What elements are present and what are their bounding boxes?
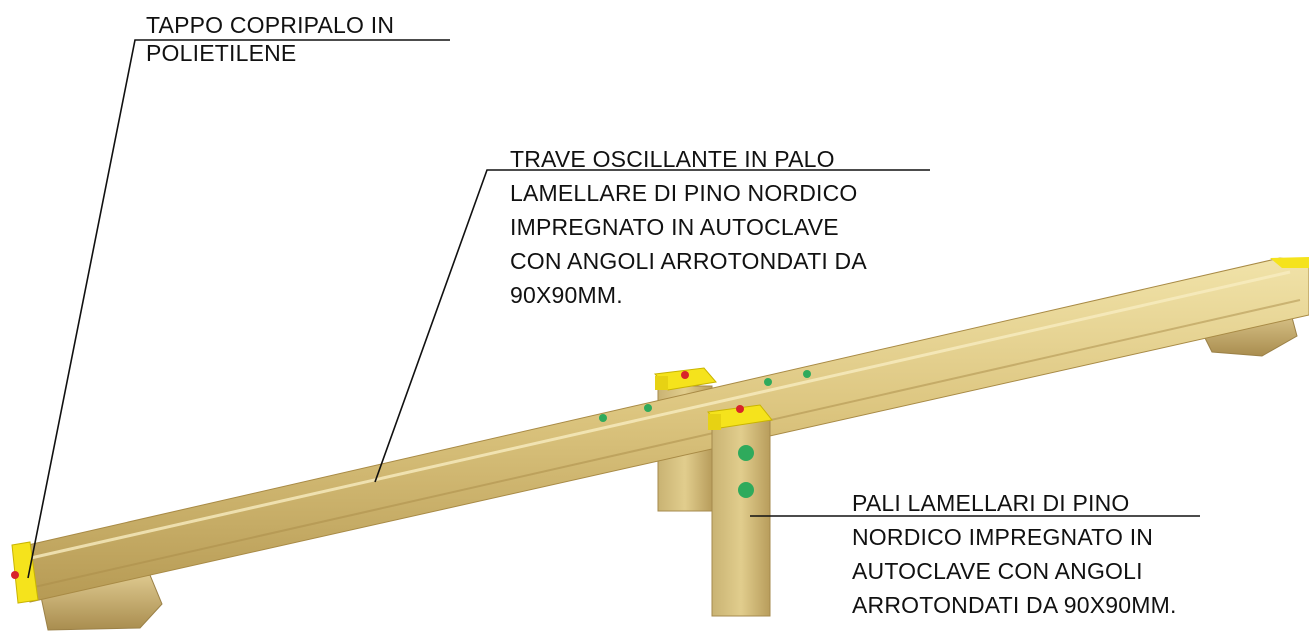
- right-end-cap: [1270, 257, 1309, 268]
- posts-callout-line: PALI LAMELLARI DI PINO: [852, 490, 1130, 516]
- beam-callout-line: 90X90MM.: [510, 282, 623, 308]
- posts-callout-line: NORDICO IMPREGNATO IN: [852, 524, 1154, 550]
- bolt-icon: [644, 404, 652, 412]
- bolt-icon: [738, 482, 754, 498]
- posts-callout-line: AUTOCLAVE CON ANGOLI: [852, 558, 1143, 584]
- cap-callout: TAPPO COPRIPALO IN POLIETILENE: [146, 11, 394, 67]
- posts-callout: PALI LAMELLARI DI PINO NORDICO IMPREGNAT…: [852, 486, 1177, 622]
- cap-callout-line: TAPPO COPRIPALO IN: [146, 12, 395, 38]
- bolt-icon: [803, 370, 811, 378]
- beam-callout-line: TRAVE OSCILLANTE IN PALO: [510, 146, 835, 172]
- front-post: [707, 404, 773, 617]
- beam-callout-line: CON ANGOLI ARROTONDATI DA: [510, 248, 867, 274]
- leader-lines: [27, 39, 1200, 579]
- beam-callout: TRAVE OSCILLANTE IN PALO LAMELLARE DI PI…: [510, 142, 867, 312]
- posts-callout-line: ARROTONDATI DA 90X90MM.: [852, 592, 1177, 618]
- bolt-icon: [681, 371, 689, 379]
- leader-line-beam: [374, 169, 930, 483]
- leader-line-cap: [27, 39, 450, 579]
- beam-callout-line: IMPREGNATO IN AUTOCLAVE: [510, 214, 839, 240]
- bolt-icon: [736, 405, 744, 413]
- beam-callout-line: LAMELLARE DI PINO NORDICO: [510, 180, 858, 206]
- bolt-icon: [738, 445, 754, 461]
- bolt-icon: [11, 571, 19, 579]
- cap-callout-line: POLIETILENE: [146, 40, 297, 66]
- bolt-icon: [599, 414, 607, 422]
- bolt-icon: [764, 378, 772, 386]
- oscillating-beam: [14, 257, 1309, 603]
